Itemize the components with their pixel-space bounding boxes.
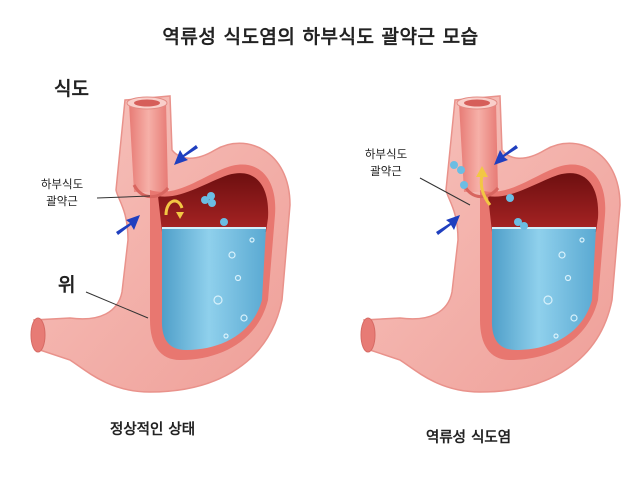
diagram-title: 역류성 식도염의 하부식도 괄약근 모습 [162, 26, 479, 48]
left-stomach [29, 94, 292, 394]
sphincter-label-left-line1: 하부식도 [40, 177, 84, 191]
sphincter-label-left-line2: 괄약근 [46, 194, 78, 208]
sphincter-label-right-line1: 하부식도 [364, 147, 408, 161]
caption-reflux: 역류성 식도염 [426, 430, 512, 446]
sphincter-label-left: 하부식도 괄약근 [28, 176, 96, 210]
sphincter-label-right-line2: 괄약근 [370, 164, 402, 178]
right-stomach [359, 94, 622, 394]
sphincter-label-right: 하부식도 괄약근 [352, 146, 420, 180]
caption-normal: 정상적인 상태 [110, 422, 196, 438]
stomach-label: 위 [58, 274, 76, 296]
esophagus-label: 식도 [54, 78, 89, 100]
